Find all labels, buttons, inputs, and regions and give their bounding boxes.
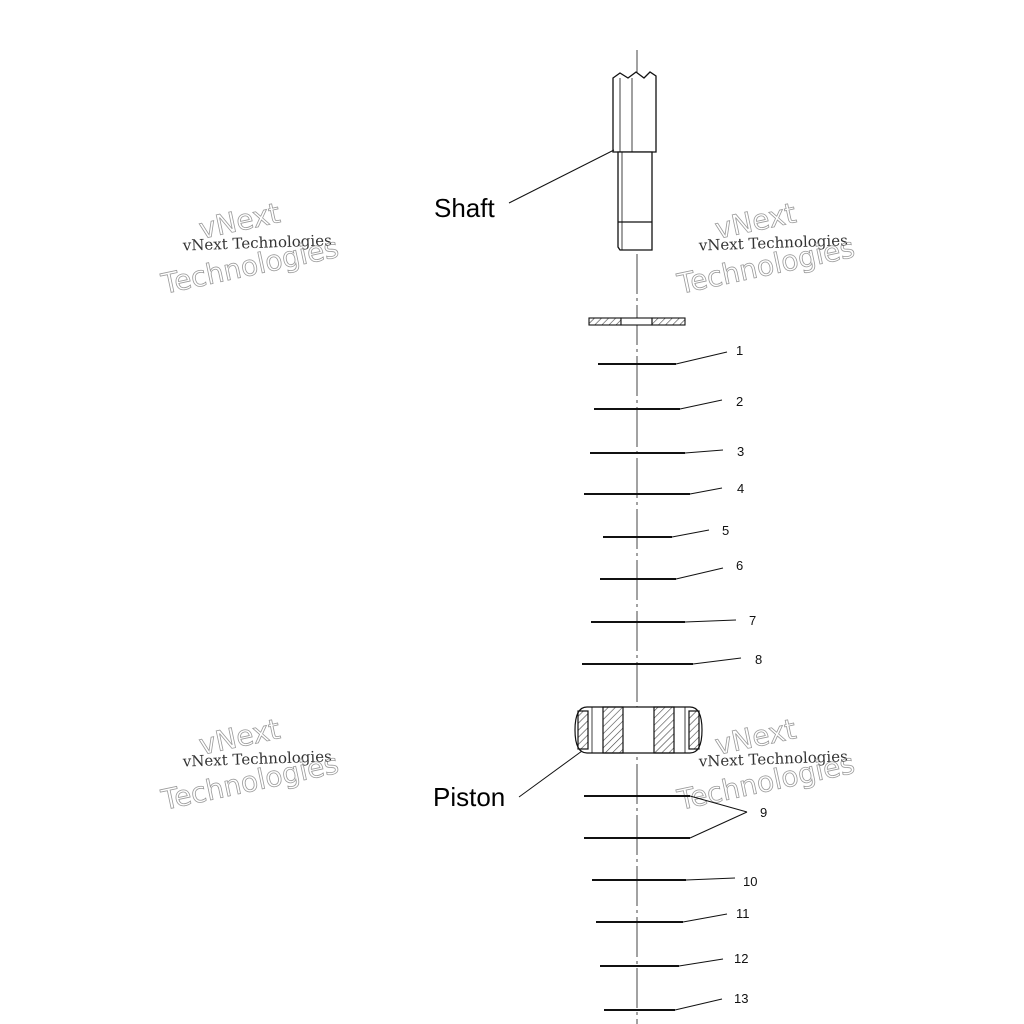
callout-leader <box>685 877 736 881</box>
callout-leader <box>674 998 723 1011</box>
callout-leader <box>689 795 748 813</box>
washer-top <box>588 317 686 326</box>
callout-number: 2 <box>736 394 743 409</box>
watermark-top-right: vNext vNext Technologies Technologies <box>673 196 858 301</box>
callout-number: 1 <box>736 343 743 358</box>
callout-leader <box>684 619 737 623</box>
callout-leader <box>675 351 728 365</box>
watermark-line2: vNext Technologies <box>697 231 848 254</box>
callout-number: 3 <box>737 444 744 459</box>
piston-label: Piston <box>433 782 505 812</box>
callout-number: 8 <box>755 652 762 667</box>
watermark-bottom-left: vNext vNext Technologies Technologies <box>157 712 342 817</box>
callout-leader <box>684 449 724 454</box>
callout-number: 5 <box>722 523 729 538</box>
callout-leader <box>689 487 723 495</box>
callout-number: 13 <box>734 991 748 1006</box>
piston-leader <box>518 750 583 798</box>
callout-number: 9 <box>760 805 767 820</box>
callout-leader <box>671 529 710 538</box>
callout-leader <box>692 657 742 665</box>
callout-leader <box>678 958 724 967</box>
callout-leader <box>689 811 748 839</box>
shaft-leader <box>508 149 615 204</box>
callout-number: 7 <box>749 613 756 628</box>
callout-number: 10 <box>743 874 757 889</box>
callout-leader <box>682 913 728 923</box>
callout-number: 6 <box>736 558 743 573</box>
watermark-line2: vNext Technologies <box>181 231 332 254</box>
callout-number: 11 <box>736 906 750 921</box>
shaft-label: Shaft <box>434 193 495 223</box>
callout-leader <box>679 399 723 410</box>
watermark-line2: vNext Technologies <box>697 747 848 770</box>
callout-number: 4 <box>737 481 744 496</box>
callout-number: 12 <box>734 951 748 966</box>
watermark-line2: vNext Technologies <box>181 747 332 770</box>
callout-leader <box>675 567 724 580</box>
shaft <box>612 71 657 251</box>
piston <box>574 706 703 754</box>
watermark-top-left: vNext vNext Technologies Technologies <box>157 196 342 301</box>
